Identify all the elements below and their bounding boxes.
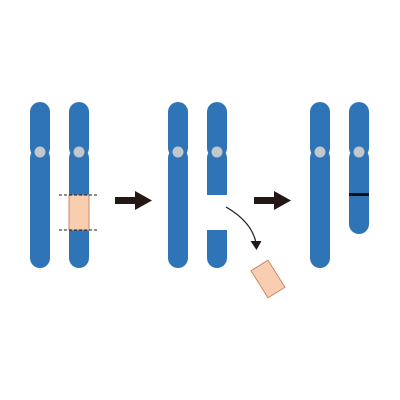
curved-arrow-icon (225, 206, 262, 250)
chromosome-with-marked-segment (59, 102, 99, 268)
stage-before-deletion (30, 102, 99, 268)
deletion-junction-mark (349, 193, 369, 196)
chromosome-upper-arm (310, 102, 330, 158)
normal-chromosome (168, 102, 188, 268)
chromosome-lower-arm (30, 148, 50, 268)
chromosome-lower-arm-lower-piece (207, 230, 227, 268)
shortened-chromosome (349, 102, 369, 234)
stage-segment-removed (168, 102, 286, 299)
right-arrow-icon (115, 191, 152, 210)
centromere (211, 146, 223, 158)
centromere (172, 146, 184, 158)
chromosome-lower-arm-upper-piece (207, 148, 227, 195)
normal-chromosome (310, 102, 330, 268)
chromosome-upper-arm (30, 102, 50, 158)
chromosome-with-gap (207, 102, 227, 268)
chromosome-lower-arm (349, 148, 369, 234)
right-arrow-icon (254, 191, 291, 210)
chromosome-upper-arm (69, 102, 89, 158)
chromosome-lower-arm (310, 148, 330, 268)
normal-chromosome (30, 102, 50, 268)
chromosome-upper-arm (168, 102, 188, 158)
centromere (314, 146, 326, 158)
centromere (353, 146, 365, 158)
chromosome-upper-arm (207, 102, 227, 158)
chromosome-upper-arm (349, 102, 369, 158)
marked-segment (68, 194, 90, 231)
chromosome-lower-arm (168, 148, 188, 268)
centromere (73, 146, 85, 158)
stage-after-deletion (310, 102, 369, 268)
removed-segment (250, 259, 286, 299)
centromere (34, 146, 46, 158)
